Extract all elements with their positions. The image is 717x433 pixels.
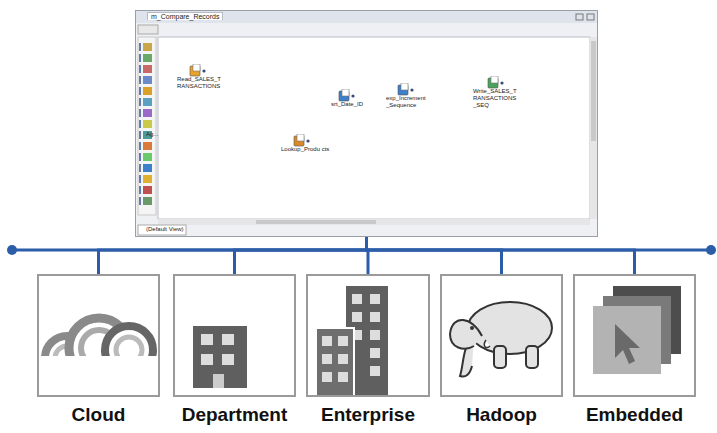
platform-label: Embedded — [555, 404, 714, 426]
bus-connector — [235, 237, 367, 274]
platform-icon — [39, 276, 158, 395]
platform-box: Cloud — [37, 274, 160, 397]
platform-label: Cloud — [19, 404, 178, 426]
transformation-label: srt_Date_ID — [331, 101, 381, 108]
platform-label: Hadoop — [422, 404, 581, 426]
platform-icon — [442, 276, 561, 395]
window-chrome — [136, 11, 599, 238]
icon-art — [338, 89, 356, 102]
bus-end-dot — [7, 245, 17, 255]
platform-box: Hadoop — [440, 274, 563, 397]
platform-box: Enterprise — [306, 274, 430, 397]
bus-connector — [367, 237, 635, 274]
transformation-label: Read_SALES_T RANSACTIONS — [177, 76, 229, 90]
mapping-window: m_Compare_Records (Default View) Read_SALE… — [135, 10, 598, 237]
transformation-node: Read_SALES_T RANSACTIONS — [177, 63, 229, 90]
transformation-icon — [397, 82, 411, 95]
transformation-node: Lookup_Produ cts — [281, 133, 331, 153]
platform-icon — [175, 276, 294, 395]
platform-icon — [308, 276, 427, 395]
tab-title: m_Compare_Records — [147, 12, 223, 20]
transformation-node: srt_Date_ID — [331, 88, 381, 108]
bus-connector — [367, 237, 502, 274]
transformation-icon — [338, 88, 352, 101]
icon-art — [293, 134, 311, 147]
platform-label: Enterprise — [288, 404, 448, 426]
transformation-icon — [189, 63, 203, 76]
platform-box: Embedded — [573, 274, 696, 397]
icon-art — [487, 76, 505, 89]
platform-icon — [575, 276, 694, 395]
transformation-label: exp_Increment _Sequence — [386, 95, 438, 109]
transformation-label: Lookup_Produ cts — [281, 146, 331, 153]
platform-box: Department — [173, 274, 296, 397]
icon-art — [397, 83, 415, 96]
transformation-label: Write_SALES_T RANSACTIONS _SEQ — [473, 88, 529, 109]
platform-label: Department — [155, 404, 314, 426]
view-tab: (Default View) — [144, 226, 186, 232]
palette-label: Ag... — [146, 131, 158, 137]
transformation-node: exp_Increment _Sequence — [386, 82, 438, 109]
transformation-icon — [293, 133, 307, 146]
transformation-icon — [487, 75, 501, 88]
transformation-node: Write_SALES_T RANSACTIONS _SEQ — [473, 75, 529, 109]
bus-end-dot — [706, 245, 716, 255]
bus-connector — [99, 237, 367, 274]
icon-art — [189, 64, 207, 77]
